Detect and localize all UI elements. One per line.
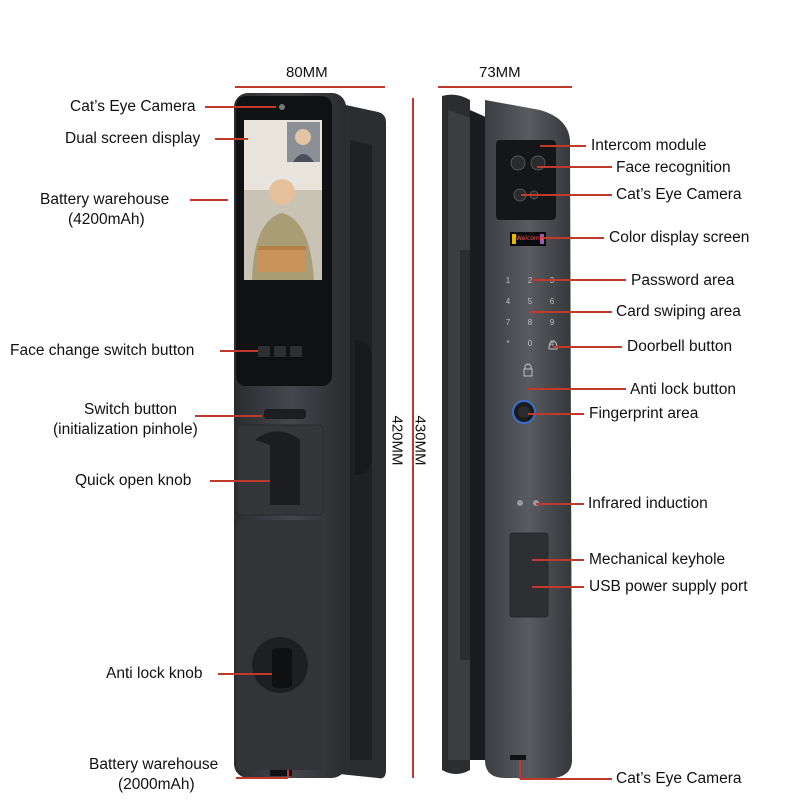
front-width-label: 80MM (286, 64, 328, 81)
keypad-key-4: 5 (528, 297, 533, 306)
dimension-lines (235, 86, 572, 778)
side-camera-window (496, 140, 556, 220)
label-mechanical-keyhole: Mechanical keyhole (589, 551, 726, 568)
quick-open-knob (255, 431, 300, 505)
label-switch-button: Switch button (84, 401, 178, 418)
leader-lines (190, 106, 626, 780)
keypad-key-8: 9 (550, 318, 555, 327)
keypad-key-0: 1 (506, 276, 511, 285)
label-quick-open-knob: Quick open knob (75, 472, 192, 489)
label-fingerprint-area: Fingerprint area (589, 405, 699, 422)
color-display (510, 232, 546, 246)
label-bottom-cats-eye-camera: Cat’s Eye Camera (616, 770, 742, 787)
label-usb-power-supply-port: USB power supply port (589, 578, 748, 595)
label-infrared-induction: Infrared induction (588, 495, 708, 512)
label-password-area: Password area (631, 272, 735, 289)
anti-lock-icon (523, 363, 533, 377)
front-camera-dot (279, 104, 285, 110)
front-screen-image (244, 120, 322, 280)
label-battery-capacity-2000: (2000mAh) (118, 776, 195, 793)
label-anti-lock-knob: Anti lock knob (106, 665, 203, 682)
keypad-key-10: 0 (528, 339, 533, 348)
label-doorbell-button: Doorbell button (627, 338, 733, 355)
keypad: 123456789*0# (506, 276, 555, 348)
label-face-recognition: Face recognition (616, 159, 731, 176)
label-face-change-switch-button: Face change switch button (10, 342, 195, 359)
keypad-key-11: # (550, 339, 555, 348)
label-color-display-screen: Color display screen (609, 229, 750, 246)
label-battery-warehouse-4200: Battery warehouse (40, 191, 170, 208)
keypad-key-9: * (506, 339, 509, 348)
side-lock-view: 123456789*0# (442, 94, 572, 778)
label-intercom-module: Intercom module (591, 137, 707, 154)
label-battery-warehouse-2000: Battery warehouse (89, 756, 219, 773)
keypad-key-6: 7 (506, 318, 511, 327)
front-lock-view (234, 93, 386, 779)
height-outer-label: 430MM (411, 415, 429, 466)
height-inner-label: 420MM (388, 415, 406, 466)
label-front-cats-eye-camera: Cat’s Eye Camera (70, 98, 196, 115)
keypad-key-5: 6 (550, 297, 555, 306)
anti-lock-knob (272, 648, 292, 688)
infrared-sensor-left (517, 500, 523, 506)
keyhole-cover (509, 532, 549, 618)
label-battery-capacity-4200: (4200mAh) (68, 211, 145, 228)
label-dual-screen-display: Dual screen display (65, 130, 201, 147)
label-initialization-pinhole: (initialization pinhole) (53, 421, 198, 438)
side-width-label: 73MM (479, 64, 521, 81)
label-side-cats-eye-camera: Cat’s Eye Camera (616, 186, 742, 203)
label-anti-lock-button: Anti lock button (630, 381, 736, 398)
welcome-text: Welcome (516, 235, 544, 242)
face-change-buttons (258, 346, 302, 357)
keypad-key-3: 4 (506, 297, 511, 306)
label-card-swiping-area: Card swiping area (616, 303, 741, 320)
keypad-key-7: 8 (528, 318, 533, 327)
switch-button-slot (264, 409, 306, 419)
keypad-key-1: 2 (528, 276, 533, 285)
